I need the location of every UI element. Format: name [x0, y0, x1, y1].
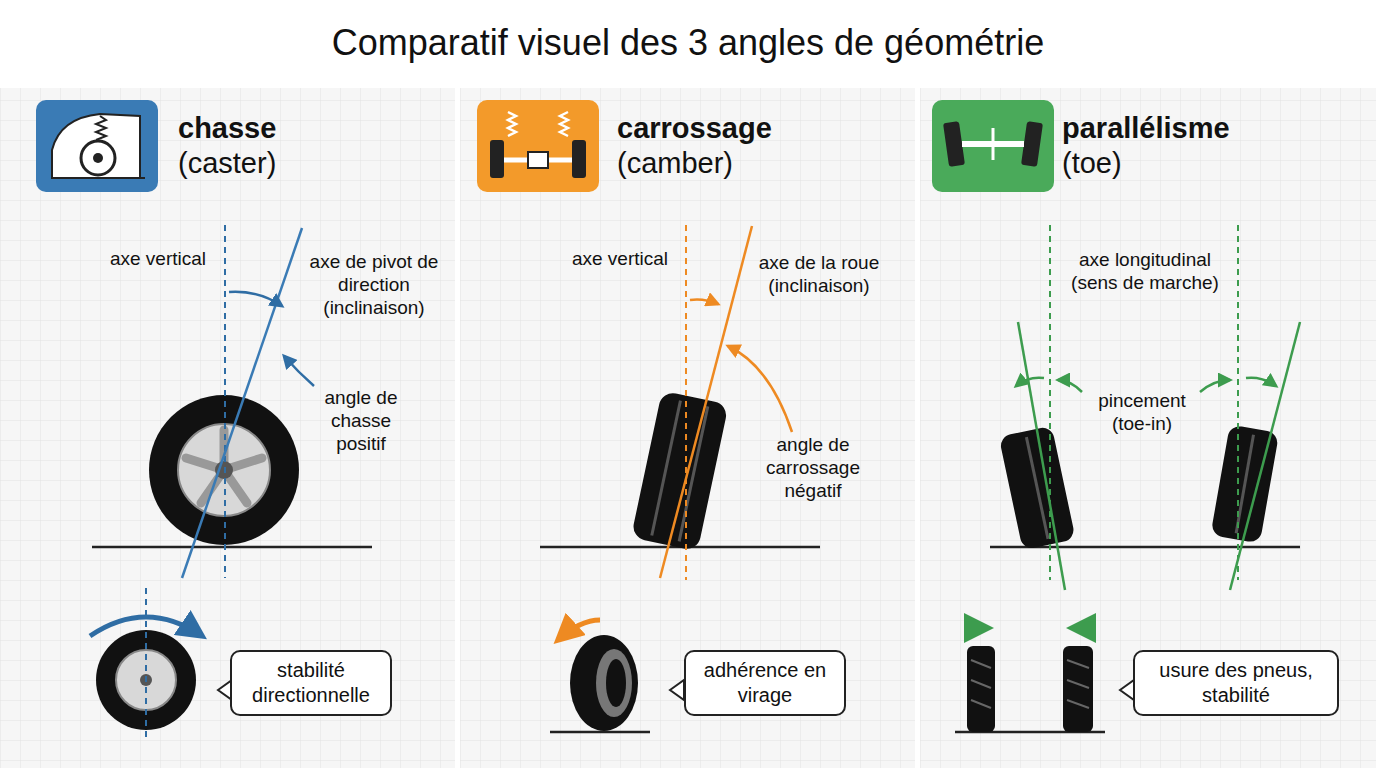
callout-text: usure des pneus, stabilité [1149, 658, 1323, 708]
annotation-label: axe vertical [555, 247, 685, 270]
annotation-label: angle de chasse positif [311, 386, 411, 455]
annotation-label: axe vertical [93, 247, 223, 270]
panel-title: parallélisme [1062, 111, 1230, 146]
annotation-label: axe de la roue (inclinaison) [744, 251, 894, 297]
callout-bubble: stabilité directionnelle [230, 650, 392, 716]
camber-icon [477, 100, 599, 192]
callout-text: adhérence en virage [700, 658, 830, 708]
annotation-label: pincement (toe-in) [1082, 389, 1202, 435]
panel-heading: chasse(caster) [178, 111, 276, 181]
panel-subtitle: (toe) [1062, 146, 1230, 181]
panel-title: carrossage [617, 111, 772, 146]
diagram-title: Comparatif visuel des 3 angles de géomét… [0, 22, 1376, 64]
annotation-label: axe de pivot de direction (inclinaison) [306, 250, 442, 319]
toe-icon [932, 100, 1054, 192]
panel-heading: parallélisme(toe) [1062, 111, 1230, 181]
annotation-label: axe longitudinal (sens de marche) [1055, 248, 1235, 294]
panel-heading: carrossage(camber) [617, 111, 772, 181]
panel-subtitle: (camber) [617, 146, 772, 181]
geometry-panel: carrossage(camber) adhérence en virage [460, 88, 915, 768]
callout-text: stabilité directionnelle [246, 658, 376, 708]
caster-icon [36, 100, 158, 192]
annotation-label: angle de carrossage négatif [753, 433, 873, 502]
panel-subtitle: (caster) [178, 146, 276, 181]
callout-bubble: adhérence en virage [684, 650, 846, 716]
panel-title: chasse [178, 111, 276, 146]
panel-grounds [0, 88, 1376, 768]
callout-bubble: usure des pneus, stabilité [1133, 650, 1339, 716]
